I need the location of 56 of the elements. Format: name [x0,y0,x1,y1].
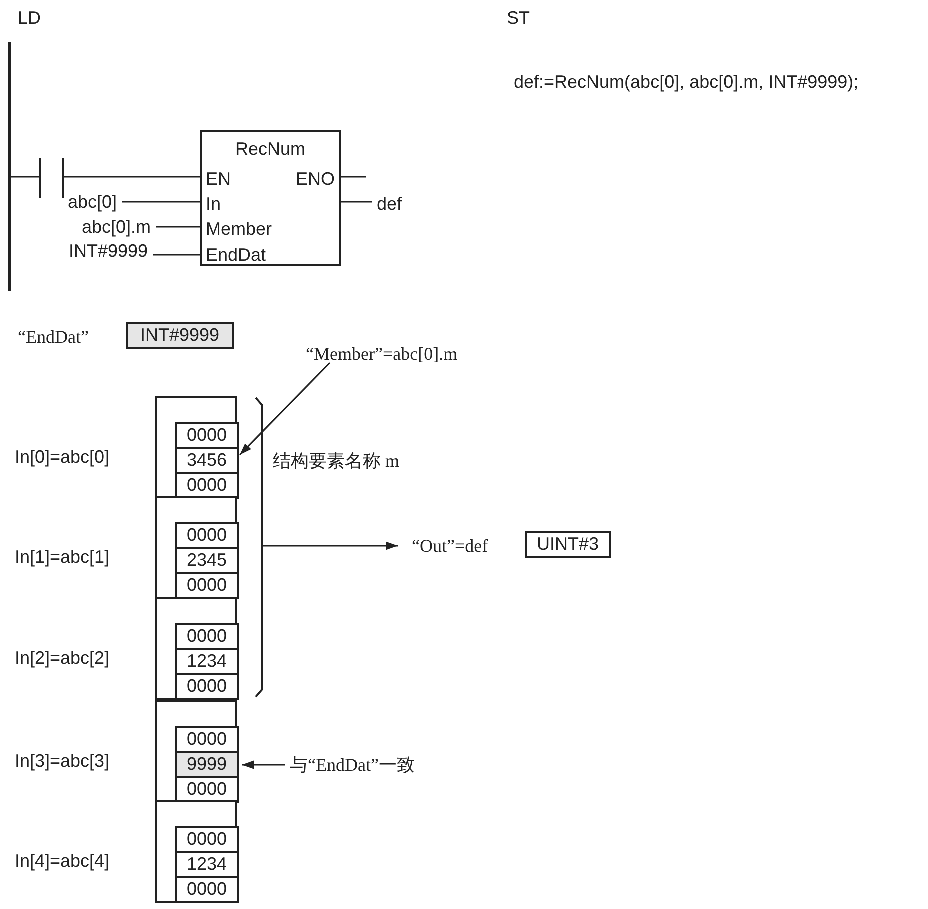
value-cell: 0000 [175,422,239,449]
element-label: In[3]=abc[3] [15,752,110,770]
leader-line [239,362,331,456]
value-cell: 1234 [175,851,239,878]
connector-line [153,254,200,256]
value-cell: 1234 [175,648,239,675]
bracket-label: 结构要素名称 m [273,452,400,470]
pin-label: EN [206,170,232,188]
arrow [242,760,285,770]
connector-line [156,226,200,228]
value-cell: 0000 [175,826,239,853]
variable-label: INT#9999 [69,242,148,260]
element-label: In[0]=abc[0] [15,448,110,466]
array-element-box [155,700,237,803]
value-cell: 0000 [175,572,239,599]
callout-text: 与“EndDat”一致 [290,756,415,774]
element-label: In[4]=abc[4] [15,852,110,870]
callout-text: “Member”=abc[0].m [306,345,458,363]
pin-label: ENO [296,170,335,188]
array-element-box [155,597,237,700]
section-title: ST [507,9,530,27]
array-element-box [155,800,237,903]
connector-line [64,176,200,178]
arrow [262,542,398,550]
output-label: “Out”=def [412,537,488,555]
connector-line [341,201,372,203]
pin-label: Member [206,220,272,238]
value-cell: 0000 [175,876,239,903]
value-cell: 9999 [175,751,239,778]
function-name: RecNum [234,140,306,158]
element-label: In[1]=abc[1] [15,548,110,566]
pin-label: EndDat [206,246,266,264]
value-cell: 0000 [175,623,239,650]
array-element-box [155,396,237,499]
code-line: def:=RecNum(abc[0], abc[0].m, INT#9999); [514,73,859,91]
connector-line [122,201,200,203]
array-element-box [155,496,237,599]
value-cell: 0000 [175,522,239,549]
value-cell: 0000 [175,726,239,753]
section-title: LD [18,9,42,27]
function-block [200,130,341,266]
variable-label: abc[0] [68,193,118,211]
value-cell: 3456 [175,447,239,474]
power-rail [8,42,11,291]
value-cell: 2345 [175,547,239,574]
data-label: “EndDat” [18,328,89,346]
contact-symbol [39,158,64,198]
variable-label: def [377,195,402,213]
connector-line [11,176,39,178]
value-box: INT#9999 [126,322,234,349]
pin-label: In [206,195,222,213]
value-box: UINT#3 [525,531,611,558]
element-label: In[2]=abc[2] [15,649,110,667]
variable-label: abc[0].m [82,218,152,236]
value-cell: 0000 [175,673,239,700]
connector-line [341,176,366,178]
